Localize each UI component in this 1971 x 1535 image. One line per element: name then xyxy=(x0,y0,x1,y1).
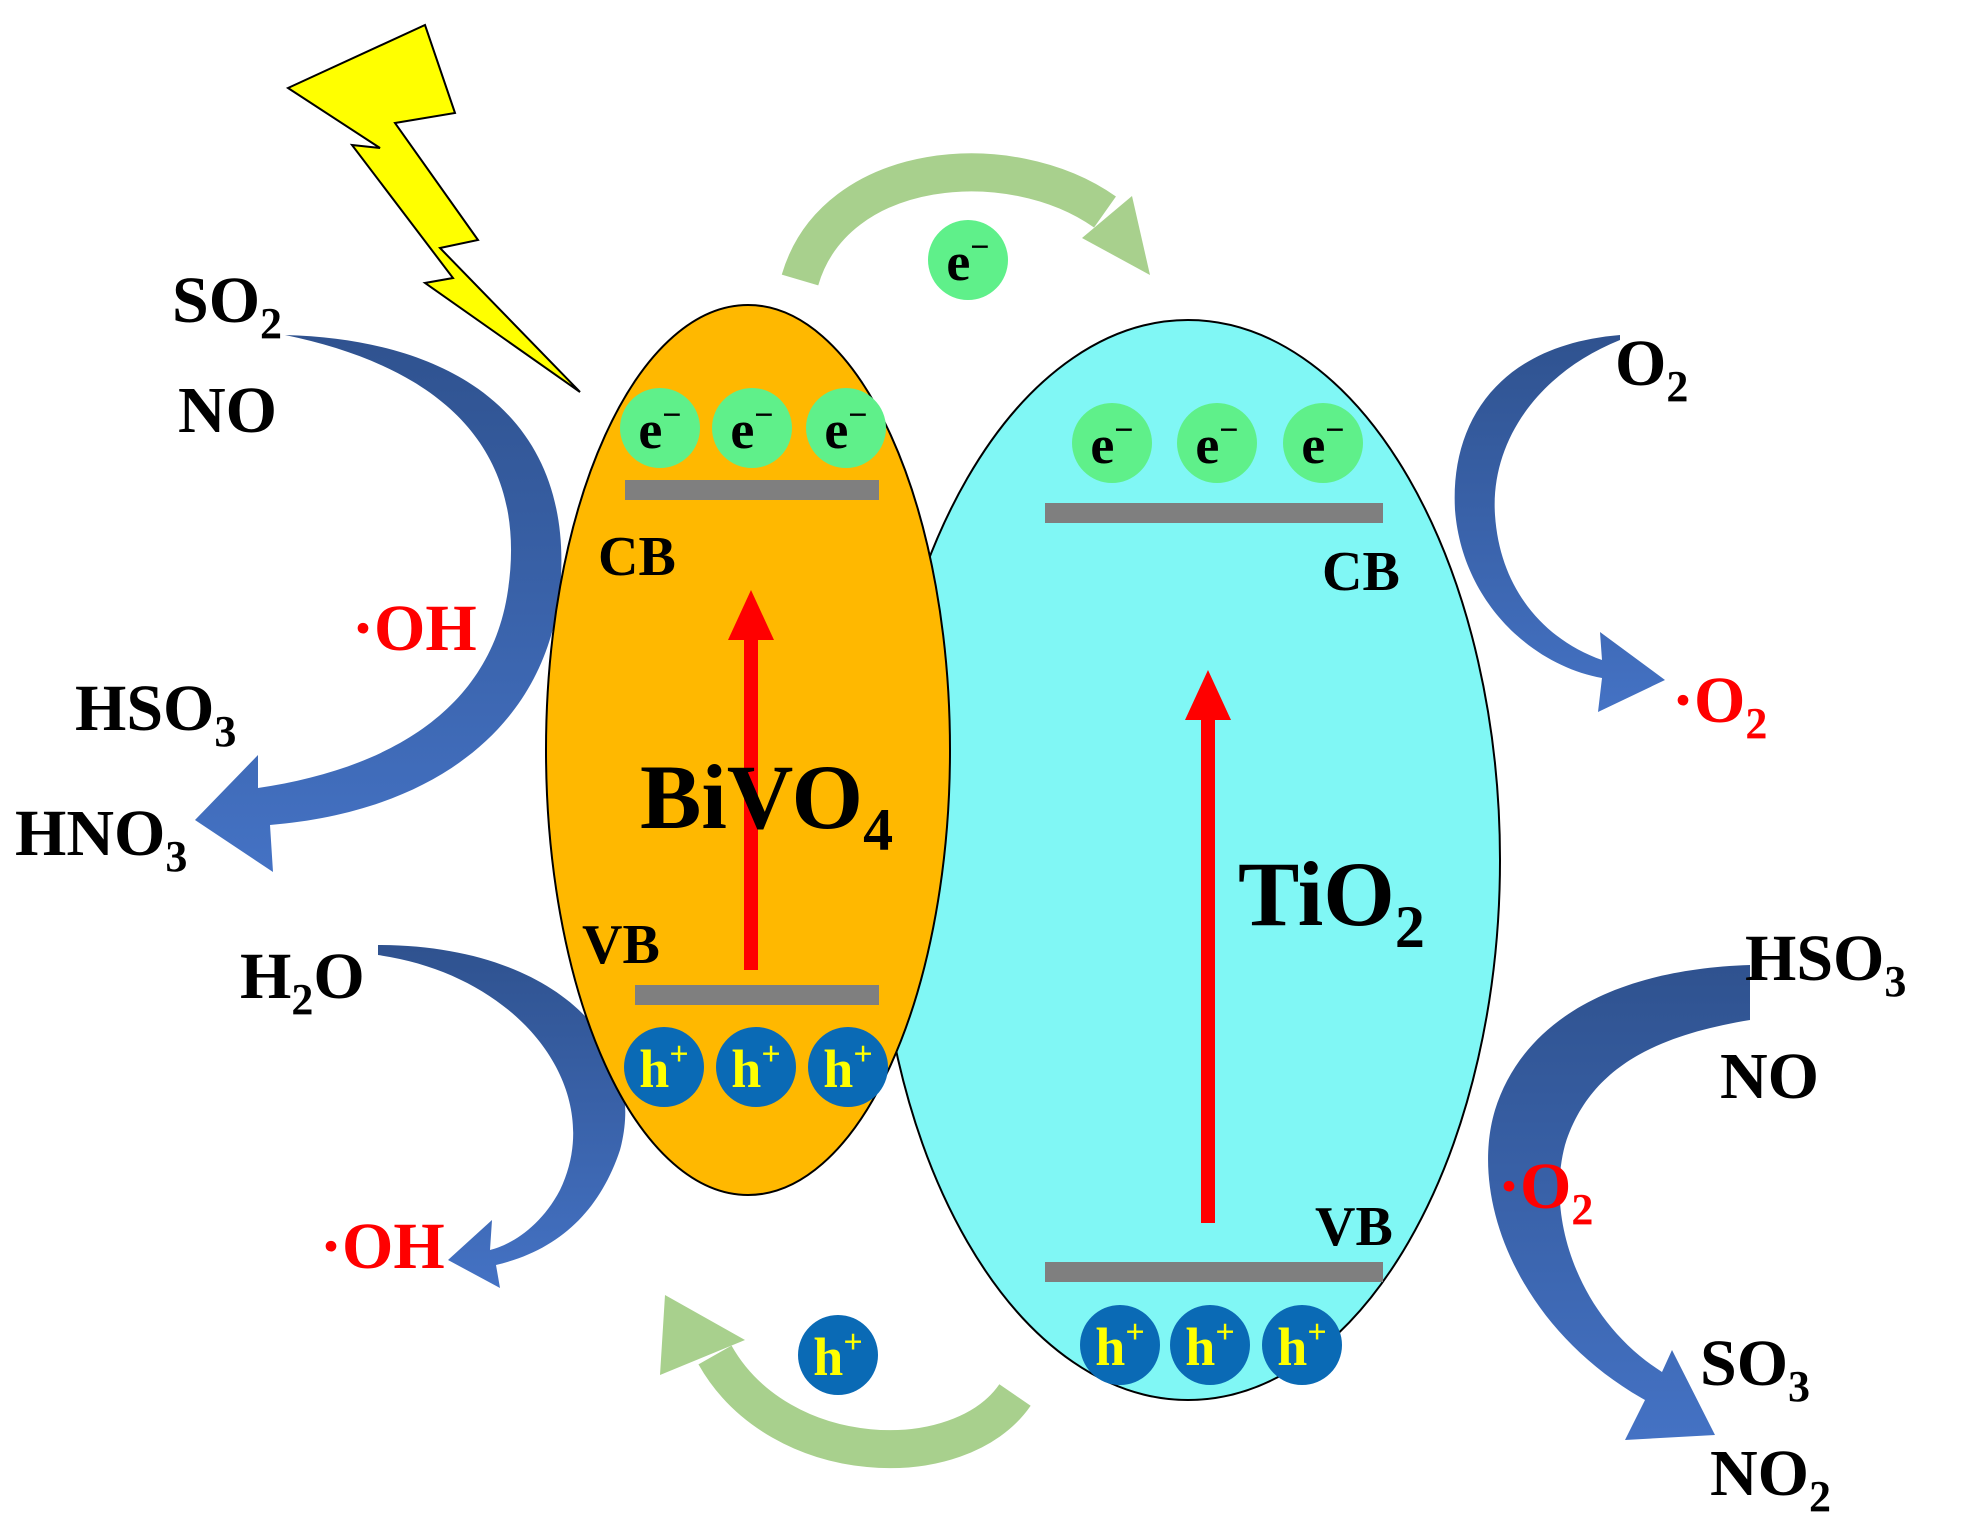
bivo4-electron-3: e− xyxy=(806,388,886,468)
right-product-no2: NO2 xyxy=(1710,1437,1831,1521)
bivo4-cb-label: CB xyxy=(598,526,676,588)
bivo4-label: BiVO4 xyxy=(640,746,893,863)
right-reactant-no: NO xyxy=(1720,1040,1819,1113)
svg-text:h+: h+ xyxy=(731,1036,780,1099)
left-lower-reaction-arrow xyxy=(378,945,626,1288)
tio2-hole-3: h+ xyxy=(1262,1305,1342,1385)
right-reactant-o2: O2 xyxy=(1615,327,1688,411)
left-reactant-so2: SO2 xyxy=(172,264,282,348)
svg-text:e−: e− xyxy=(824,397,867,460)
svg-text:e−: e− xyxy=(1195,412,1238,475)
right-reactant-hso3: HSO3 xyxy=(1745,922,1906,1006)
bivo4-vb-label: VB xyxy=(582,914,660,976)
tio2-particle xyxy=(875,319,1501,1401)
tio2-label: TiO2 xyxy=(1238,843,1425,960)
right-product-so3: SO3 xyxy=(1700,1327,1810,1411)
bivo4-electron-1: e− xyxy=(620,388,700,468)
left-reactant-h2o: H2O xyxy=(240,940,365,1024)
transfer-electron: e− xyxy=(928,220,1008,300)
right-product-o2-radical: ·O2 xyxy=(1672,664,1767,748)
tio2-hole-1: h+ xyxy=(1080,1305,1160,1385)
svg-text:h+: h+ xyxy=(1277,1314,1326,1377)
tio2-hole-2: h+ xyxy=(1170,1305,1250,1385)
svg-text:h+: h+ xyxy=(1185,1314,1234,1377)
transfer-hole: h+ xyxy=(798,1315,878,1395)
tio2-vb-line xyxy=(1045,1262,1383,1282)
bivo4-hole-2: h+ xyxy=(716,1027,796,1107)
svg-text:e−: e− xyxy=(1090,412,1133,475)
svg-text:e−: e− xyxy=(1301,412,1344,475)
left-product-oh: ·OH xyxy=(320,1210,445,1283)
svg-text:e−: e− xyxy=(946,229,989,292)
bivo4-electron-2: e− xyxy=(712,388,792,468)
tio2-electron-1: e− xyxy=(1072,403,1152,483)
tio2-excitation-arrow xyxy=(1185,670,1231,1223)
right-upper-reaction-arrow xyxy=(1454,335,1665,712)
svg-text:h+: h+ xyxy=(823,1036,872,1099)
hole-transfer-arrow xyxy=(660,1295,1031,1469)
right-lower-reaction-arrow xyxy=(1488,965,1750,1440)
bivo4-hole-1: h+ xyxy=(624,1027,704,1107)
left-upper-reaction-arrow xyxy=(195,335,562,872)
tio2-vb-label: VB xyxy=(1315,1196,1393,1258)
bivo4-cb-line xyxy=(625,480,879,500)
left-reactant-no: NO xyxy=(178,374,277,447)
left-product-hso3: HSO3 xyxy=(75,672,236,756)
bivo4-excitation-arrow xyxy=(728,590,774,970)
tio2-electron-3: e− xyxy=(1283,403,1363,483)
svg-text:h+: h+ xyxy=(1095,1314,1144,1377)
left-product-hno3: HNO3 xyxy=(15,797,187,881)
svg-text:e−: e− xyxy=(730,397,773,460)
svg-text:e−: e− xyxy=(638,397,681,460)
svg-text:h+: h+ xyxy=(639,1036,688,1099)
svg-text:h+: h+ xyxy=(813,1324,862,1387)
lightning-bolt-icon xyxy=(285,23,581,393)
bivo4-hole-3: h+ xyxy=(808,1027,888,1107)
right-radical-o2: ·O2 xyxy=(1498,1150,1593,1234)
tio2-cb-line xyxy=(1045,503,1383,523)
left-radical-oh: ·OH xyxy=(352,592,477,665)
electron-transfer-arrow xyxy=(781,153,1150,287)
bivo4-vb-line xyxy=(635,985,879,1005)
tio2-electron-2: e− xyxy=(1177,403,1257,483)
tio2-cb-label: CB xyxy=(1322,541,1400,603)
